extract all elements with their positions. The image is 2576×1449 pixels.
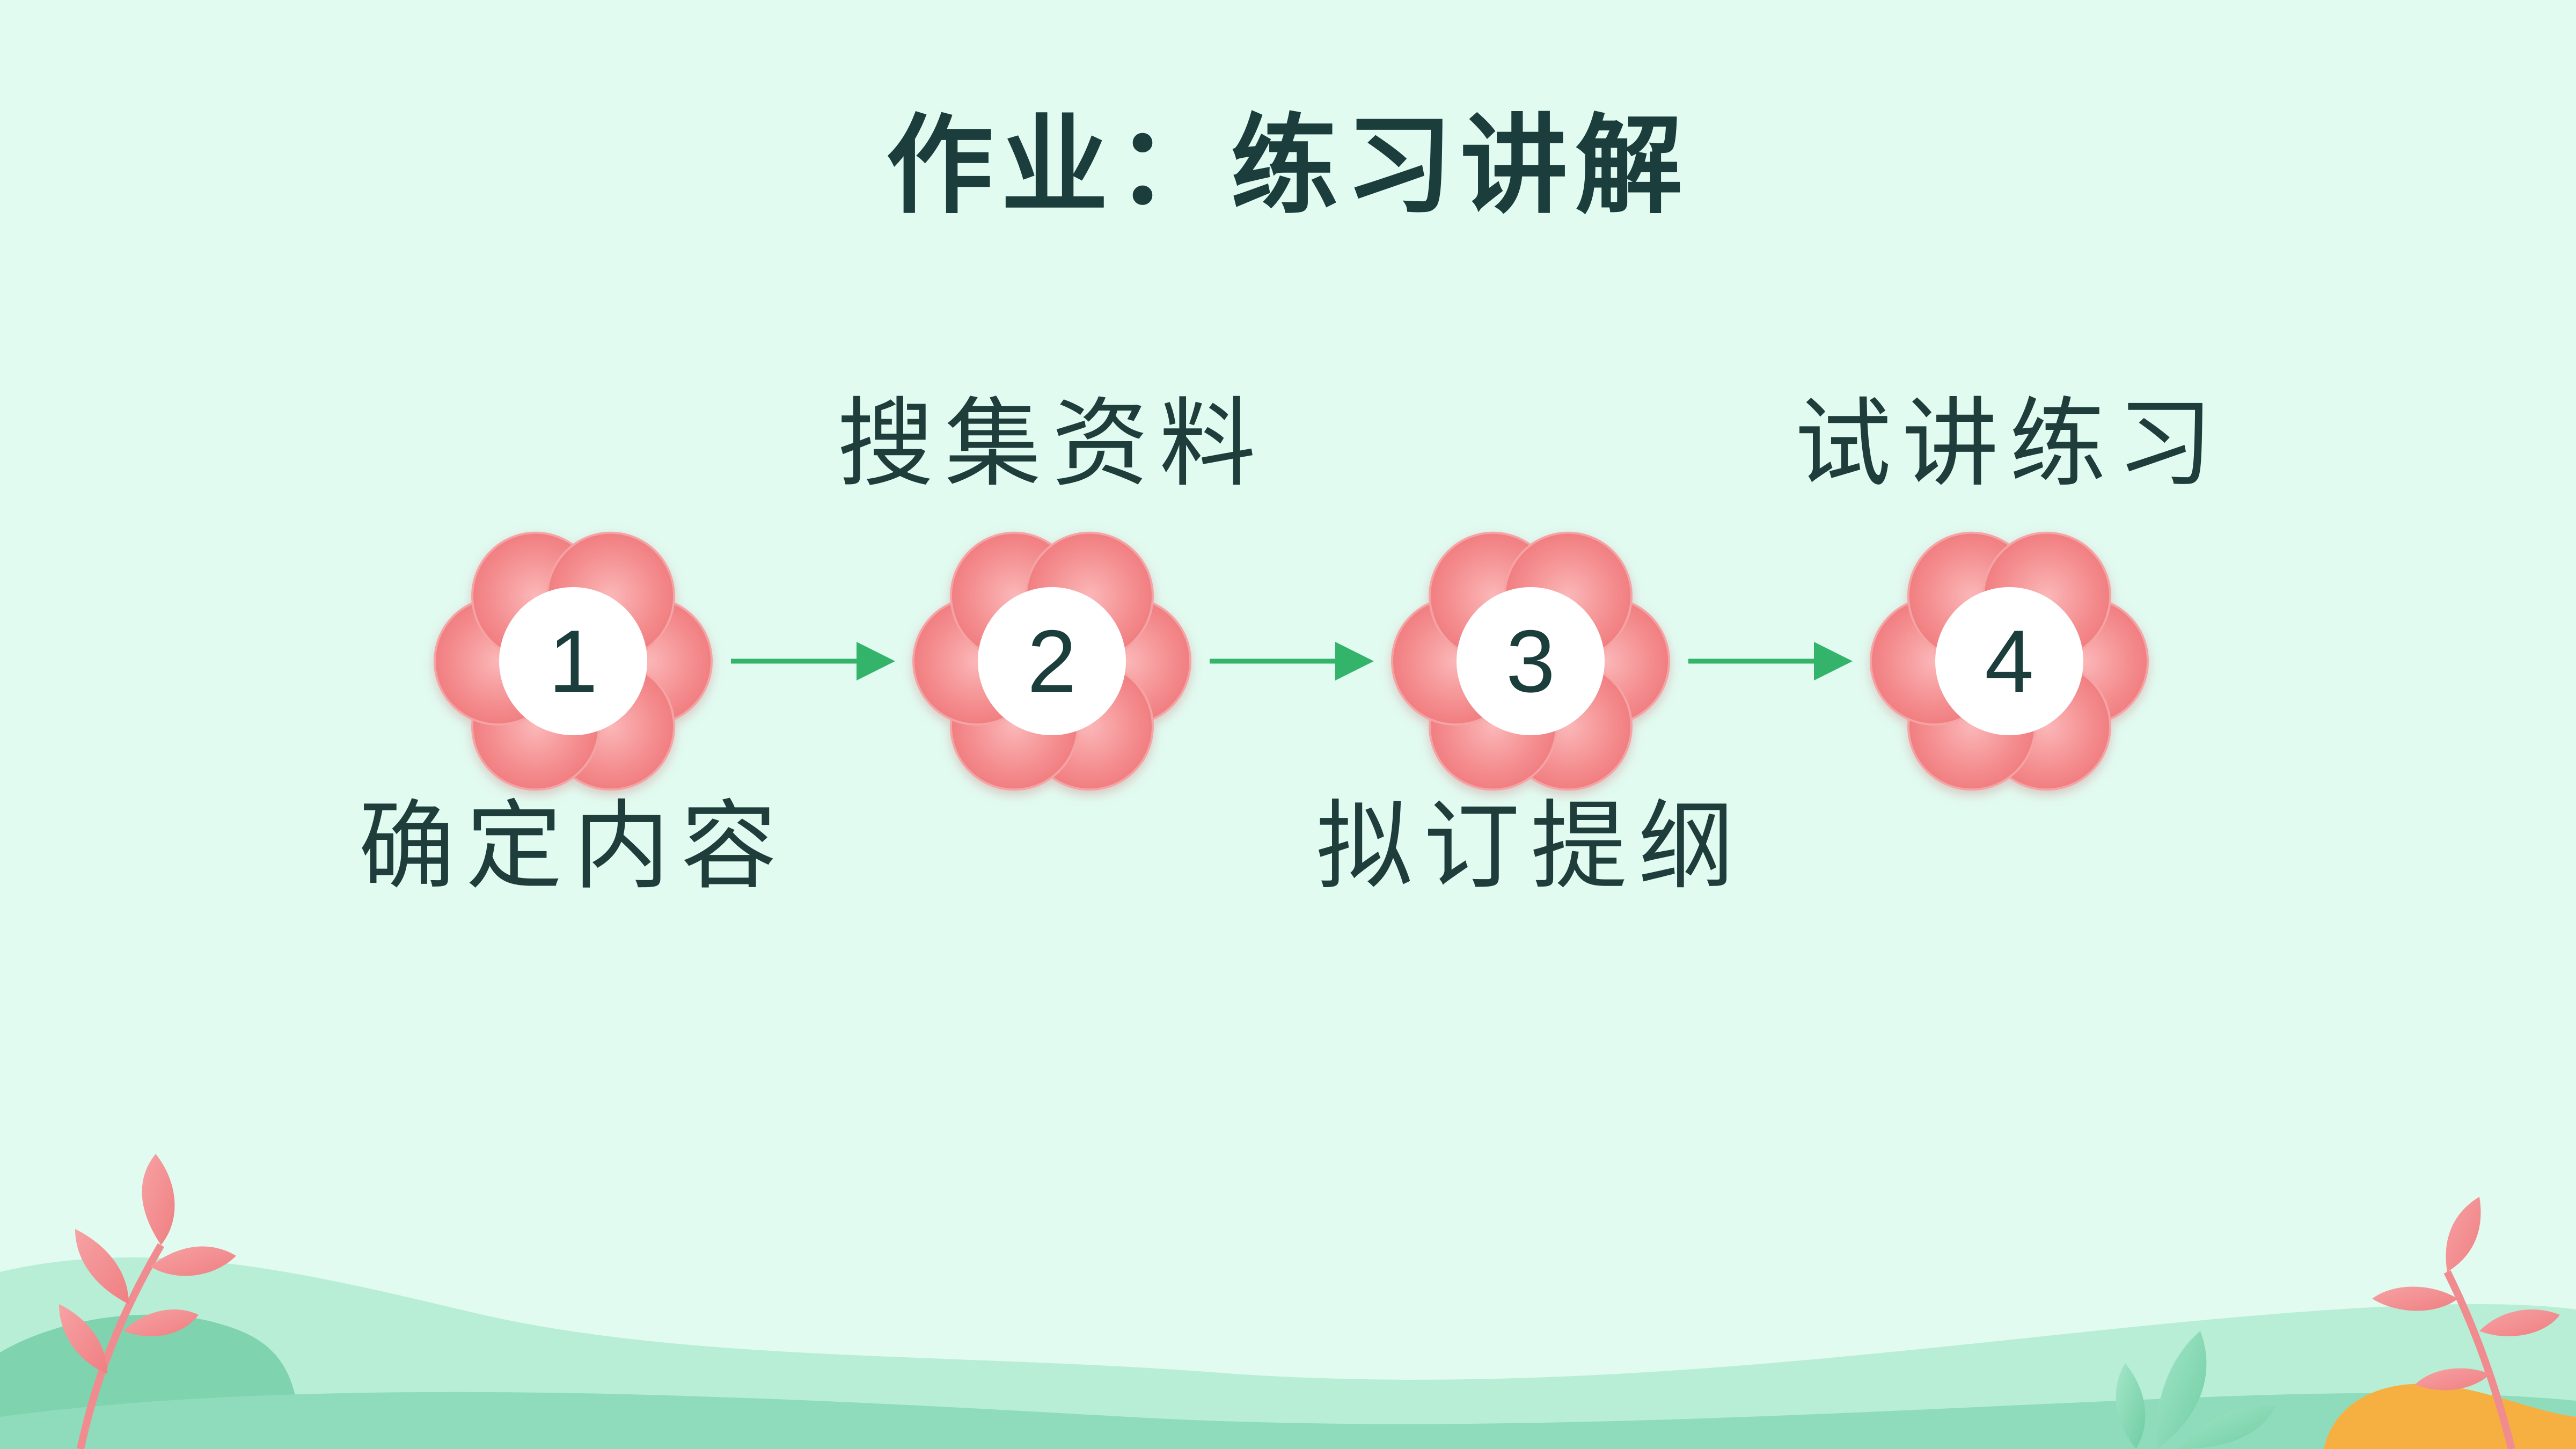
flower-icon [912, 531, 1191, 791]
flower-icon [1870, 531, 2149, 791]
front-hill [0, 1392, 2576, 1449]
page-title: 作业：练习讲解 [885, 104, 1690, 229]
step-number-2: 2 [1027, 612, 1077, 711]
flower-center [978, 587, 1126, 735]
flower-center [1457, 587, 1605, 735]
step-number-3: 3 [1506, 612, 1555, 711]
left-pink-branch [59, 1154, 236, 1449]
step-label-3: 拟订提纲 [1315, 791, 1745, 903]
step-label-4: 试讲练习 [1794, 388, 2224, 500]
step-number-4: 4 [1985, 612, 2034, 711]
flower-center [1935, 587, 2083, 735]
right-orange-blob [2324, 1384, 2576, 1449]
flower-center [499, 587, 647, 735]
step-number-1: 1 [548, 612, 598, 711]
step-label-2: 搜集资料 [837, 388, 1267, 500]
right-green-leaves [2116, 1331, 2275, 1449]
right-pink-branch [2372, 1197, 2560, 1449]
step-label-1: 确定内容 [358, 791, 788, 903]
flower-icon [434, 531, 713, 791]
flower-icon [1391, 531, 1670, 791]
